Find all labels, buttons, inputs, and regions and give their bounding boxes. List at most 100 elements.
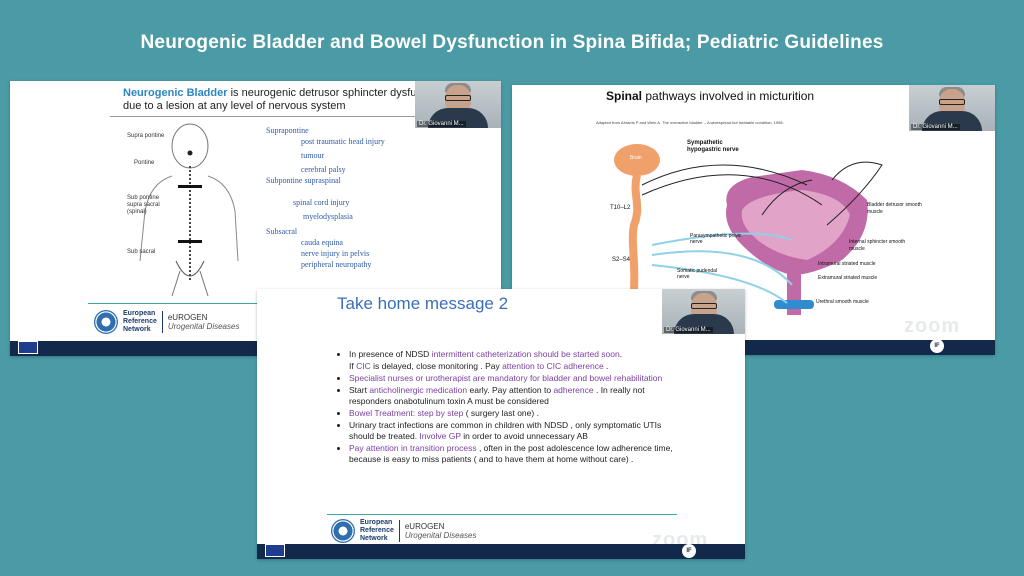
list-item: Subpontine supraspinal <box>266 176 341 185</box>
highlight-text: intermittent catheterization should be s… <box>431 349 620 359</box>
slide-neurogenic-bladder: Neurogenic Bladder is neurogenic detruso… <box>10 81 501 356</box>
ern-line: European <box>123 310 156 317</box>
speaker-name: Dr. Giovanni M... <box>417 121 466 127</box>
bullet-text: is delayed, close monitoring . Pay <box>370 361 503 371</box>
highlight-text: attention to CIC adherence <box>502 361 604 371</box>
label-intramural-muscle: Intramural striated muscle <box>818 261 876 267</box>
bullet-text: . <box>603 361 609 371</box>
slide1-heading: Neurogenic Bladder is neurogenic detruso… <box>123 87 446 113</box>
highlight-text: adherence <box>553 385 594 395</box>
highlight-text: Specialist nurses or urotherapist are ma… <box>349 373 663 383</box>
eu-flag-icon <box>265 544 285 557</box>
highlight-text: anticholinergic medication <box>369 385 468 395</box>
list-item: tumour <box>301 151 325 160</box>
glasses-icon <box>445 95 471 101</box>
bullet-text: In presence of NDSD <box>349 349 432 359</box>
bullet-text: . In really not responders onabotulinum … <box>349 385 645 406</box>
bullet-item: If CIC is delayed, close monitoring . Pa… <box>349 361 679 372</box>
ern-line: Network <box>360 535 388 542</box>
bullet-item: Specialist nurses or urotherapist are ma… <box>349 373 679 384</box>
list-item: Subsacral <box>266 227 298 236</box>
speaker-name: Dr. Giovanni M... <box>911 124 960 130</box>
label-sympathetic-nerve: Sympathetic hypogastric nerve <box>687 140 739 153</box>
divider <box>327 514 677 515</box>
ern-logo-icon <box>94 310 118 334</box>
bullet-text: Start <box>349 385 370 395</box>
list-item: myelodysplasia <box>303 212 353 221</box>
slide2-heading-bold: Spinal <box>606 89 643 103</box>
highlight-text: Involve GP <box>419 431 461 441</box>
eurogen-title: eUROGEN <box>167 313 208 322</box>
speaker-video-tile[interactable]: Dr. Giovanni M... <box>662 289 745 334</box>
label-parasympathetic-nerve: Parasympathetic pelvic nerve <box>690 233 742 245</box>
ern-line: Reference <box>360 527 394 534</box>
ern-line: Reference <box>123 318 157 325</box>
ern-line: Network <box>123 326 151 333</box>
slide-footer-bar <box>257 544 745 559</box>
label-pontine: Pontine <box>134 160 155 166</box>
bullet-text: ( surgery last one) . <box>463 408 539 418</box>
eu-flag-icon <box>18 341 38 354</box>
speaker-body <box>673 314 734 334</box>
label-s2-s4: S2–S4 <box>612 257 631 263</box>
list-item: post traumatic head injury <box>301 137 385 146</box>
bullet-text: in order to avoid unnecessary AB <box>460 431 588 441</box>
bullet-item: Start anticholinergic medication early. … <box>349 385 679 407</box>
separator <box>161 311 163 333</box>
take-home-bullets: In presence of NDSD intermittent cathete… <box>339 349 679 466</box>
list-item: nerve injury in pelvis <box>301 249 370 258</box>
ern-logo-icon <box>331 519 355 543</box>
glasses-icon <box>690 303 717 309</box>
slide1-heading-rest: is neurogenic detrusor sphincter dysfunc… <box>227 87 446 99</box>
eurogen-title: eUROGEN <box>404 522 445 531</box>
bullet-text: , often in the post adolescence low adhe… <box>349 443 673 464</box>
spine-figure <box>139 123 239 296</box>
separator <box>398 520 400 542</box>
divider <box>110 116 420 117</box>
list-item: Suprapontine <box>266 126 309 135</box>
ifsb-logo: IF <box>682 544 696 558</box>
label-somatic-nerve: Somatic pudendal nerve <box>677 268 718 280</box>
lesion-list: Suprapontine post traumatic head injury … <box>266 125 385 270</box>
slide1-heading-bold: Neurogenic Bladder <box>123 87 228 99</box>
ifsb-logo: IF <box>930 339 944 353</box>
speaker-video-tile[interactable]: Dr. Giovanni M... <box>415 81 501 128</box>
speaker-name: Dr. Giovanni M... <box>664 327 713 333</box>
ern-line: European <box>360 519 393 526</box>
list-item: peripheral neuropathy <box>301 260 372 269</box>
slide3-heading: Take home message 2 <box>337 294 509 313</box>
slide-take-home: Take home message 2 In presence of NDSD … <box>257 289 745 559</box>
bullet-text: early. Pay attention to <box>467 385 554 395</box>
eurogen-subtitle: Urogenital Diseases <box>167 322 240 331</box>
eurogen-subtitle: Urogenital Diseases <box>404 531 477 540</box>
bullet-text: If <box>349 361 357 371</box>
label-sub-pontine: Sub pontine supra sacral (spinal) <box>127 195 160 215</box>
bullet-text: . <box>619 349 623 359</box>
bullet-item: Bowel Treatment: step by step ( surgery … <box>349 408 679 419</box>
slide2-heading-rest: pathways involved in micturition <box>642 89 815 103</box>
highlight-text: CIC <box>356 361 371 371</box>
list-item: cauda equina <box>301 238 343 247</box>
list-spacer <box>266 186 385 197</box>
label-extramural-muscle: Extramural striated muscle <box>818 275 878 281</box>
speaker-body <box>428 108 488 128</box>
glasses-icon <box>939 99 965 105</box>
speaker-video-tile[interactable]: Dr. Giovanni M... <box>909 85 995 131</box>
zoom-watermark: zoom <box>904 315 961 337</box>
list-item: spinal cord injury <box>293 198 350 207</box>
label-t10-l2: T10–L2 <box>610 205 631 211</box>
label-internal-sphincter: Internal sphincter smooth muscle <box>849 239 906 252</box>
highlight-text: Pay attention in transition process <box>349 443 477 453</box>
micturition-diagram <box>614 144 883 315</box>
figure-credit: Adapted from Abrams P and Wein A. The ov… <box>596 120 784 125</box>
bullet-item: Urinary tract infections are common in c… <box>349 420 679 442</box>
highlight-text: Bowel Treatment: step by step <box>349 408 464 418</box>
slide1-heading-line2: due to a lesion at any level of nervous … <box>123 100 346 112</box>
speaker-body <box>922 111 982 131</box>
label-detrusor-muscle: Bladder detrusor smooth muscle <box>867 202 922 215</box>
